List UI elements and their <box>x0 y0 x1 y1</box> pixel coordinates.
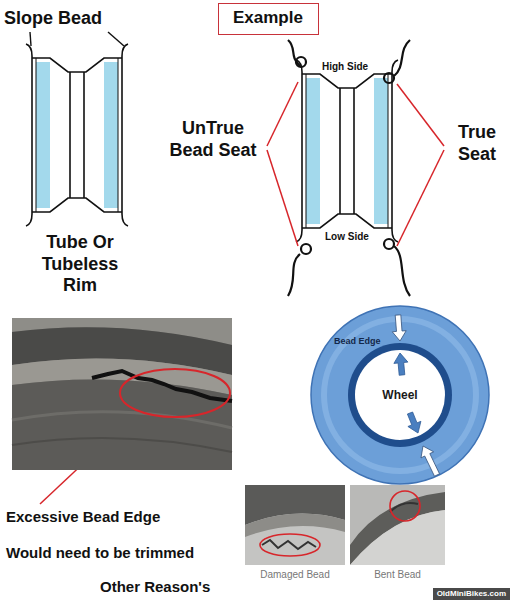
tire-disc-shape <box>311 306 489 484</box>
illustration-part <box>288 254 300 296</box>
illustration-part <box>262 540 316 549</box>
illustration-part <box>296 57 306 67</box>
tire-disc: Wheel Bead Edge <box>310 305 490 485</box>
illustration-part <box>108 32 124 46</box>
bent-bead-photo <box>350 485 445 565</box>
illustration-part <box>390 503 418 512</box>
wheel-circle: Wheel <box>348 343 452 447</box>
watermark: OldMiniBikes.com <box>433 588 510 600</box>
callout-label: UnTrue Bead Seat <box>163 118 263 161</box>
direction-arrow <box>407 412 421 433</box>
note-text: Other Reason's <box>100 578 210 596</box>
rim-section <box>26 44 128 226</box>
side-label: Low Side <box>325 231 369 243</box>
illustration-part <box>397 150 444 246</box>
illustration-part <box>267 150 298 246</box>
illustration-part <box>288 40 300 66</box>
direction-arrow <box>421 446 440 476</box>
illustration-part <box>301 244 311 254</box>
illustration-part <box>397 84 444 146</box>
direction-arrow <box>392 315 406 341</box>
photo-caption: Damaged Bead <box>245 569 345 581</box>
side-label: High Side <box>322 61 368 73</box>
photo-caption: Bent Bead <box>350 569 445 581</box>
pointer-line <box>30 32 124 46</box>
illustration-part <box>384 73 394 83</box>
callout-label: True Seat <box>448 122 506 165</box>
illustration-part <box>350 485 445 565</box>
heading-text: Example <box>233 8 303 28</box>
illustration-part <box>394 246 410 296</box>
part-label: Slope Bead <box>4 8 102 30</box>
wheel-face <box>355 350 445 440</box>
node-label: Wheel <box>382 388 417 402</box>
rim-section <box>296 60 398 242</box>
bead-ring <box>348 343 452 447</box>
illustration-part <box>30 32 31 46</box>
node-label: Bead Edge <box>334 336 381 347</box>
tire-sidewall <box>288 40 410 296</box>
note-text: Excessive Bead Edge <box>6 508 160 526</box>
illustration-part <box>245 485 345 565</box>
example-box: Example <box>218 3 319 35</box>
illustration-part <box>12 438 232 452</box>
part-label: Tube Or Tubeless Rim <box>30 232 130 297</box>
illustration-part <box>260 534 320 556</box>
illustration-part <box>267 82 298 146</box>
tire-shade <box>324 319 476 471</box>
illustration-part <box>350 492 445 565</box>
damaged-bead-photo <box>245 485 345 565</box>
illustration-part <box>12 318 232 470</box>
illustration-part <box>120 369 230 417</box>
note-text: Would need to be trimmed <box>6 544 194 562</box>
bead-photo <box>12 318 232 470</box>
illustration-part <box>384 239 394 249</box>
illustration-part <box>394 40 410 76</box>
direction-arrow <box>394 353 408 375</box>
illustration-part <box>390 491 420 521</box>
